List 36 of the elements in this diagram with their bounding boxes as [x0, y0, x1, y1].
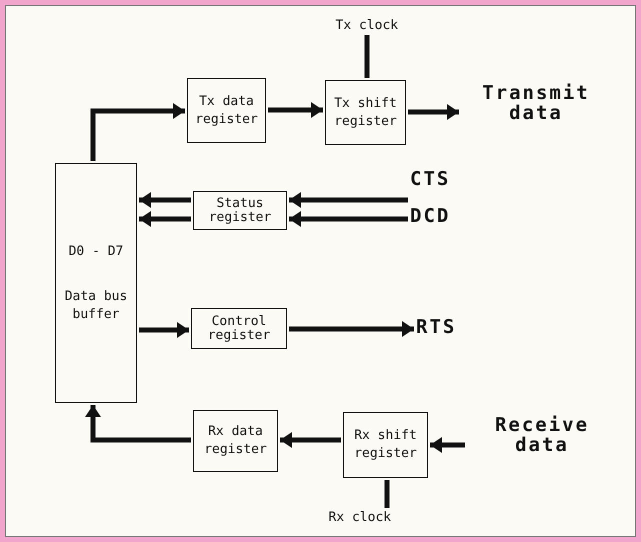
connector-line: [384, 480, 390, 508]
signal-label: Transmit data: [461, 84, 611, 124]
register-box: [325, 80, 406, 145]
register-box: [191, 308, 287, 349]
arrow: [408, 104, 459, 120]
box-label: Data bus buffer: [64, 288, 128, 324]
signal-label: Rx clock: [328, 510, 392, 525]
arrow: [139, 211, 191, 227]
arrow: [289, 192, 408, 208]
box-label: Rx shift register: [353, 427, 418, 463]
arrow: [139, 192, 191, 208]
buffer-box: [55, 163, 137, 403]
box-label: D0 - D7: [68, 242, 124, 260]
arrow: [90, 103, 185, 161]
arrow: [430, 437, 465, 453]
arrow: [139, 322, 189, 338]
box-label: Tx data register: [194, 92, 259, 128]
signal-label: Receive data: [467, 416, 617, 456]
register-box: [193, 191, 287, 230]
signal-label: DCD: [410, 207, 450, 227]
arrow: [289, 211, 408, 227]
box-label: Tx shift register: [333, 94, 398, 130]
arrow: [268, 102, 323, 118]
register-box: [193, 410, 278, 472]
connector-line: [364, 35, 370, 78]
arrow: [280, 432, 341, 448]
signal-label: RTS: [416, 318, 456, 338]
box-label: Rx data register: [203, 423, 268, 459]
register-box: [343, 412, 428, 478]
box-label: Control register: [206, 314, 272, 342]
register-box: [187, 78, 266, 143]
arrow: [289, 321, 414, 337]
signal-label: Tx clock: [336, 18, 398, 33]
arrow: [85, 405, 191, 442]
signal-label: CTS: [410, 170, 450, 190]
box-label: Status register: [208, 196, 272, 224]
